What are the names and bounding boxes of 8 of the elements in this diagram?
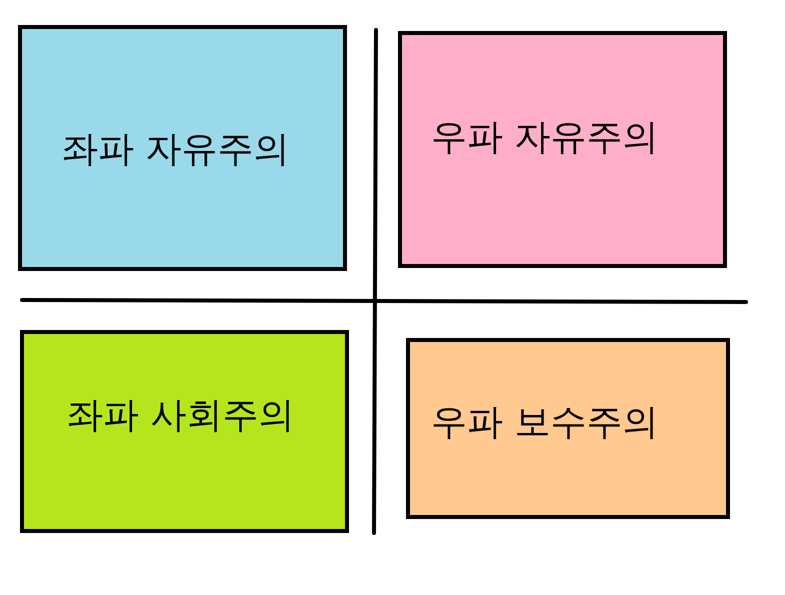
quadrant-box xyxy=(398,31,727,268)
quadrant-label: 좌파 사회주의 xyxy=(67,396,294,436)
quadrant-box xyxy=(20,330,349,533)
quadrant-box xyxy=(406,338,730,519)
quadrant-box xyxy=(18,25,347,271)
quadrant-label: 우파 자유주의 xyxy=(431,118,658,158)
quadrant-label: 좌파 자유주의 xyxy=(62,130,290,170)
quadrant-label: 우파 보수주의 xyxy=(431,403,658,443)
